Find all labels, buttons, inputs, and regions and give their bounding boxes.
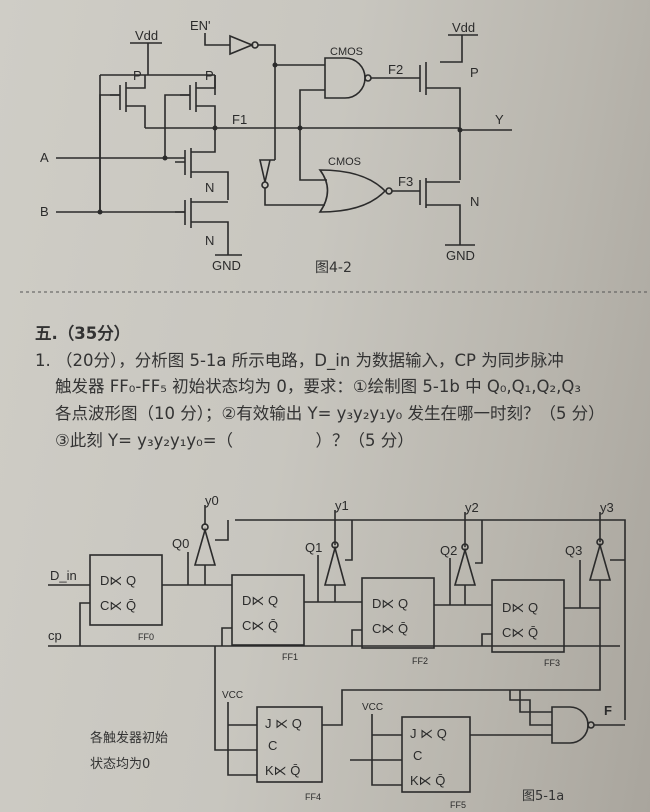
vcc-label-1: VCC <box>222 690 243 701</box>
question-line-2: 触发器 FF₀-FF₅ 初始状态均为 0，要求：①绘制图 5-1b 中 Q₀,Q… <box>55 377 581 396</box>
ff1-d-q: D⋉ Q <box>242 593 278 608</box>
f2-label: F2 <box>388 62 403 77</box>
vcc-label-2: VCC <box>362 702 383 713</box>
en-label: EN' <box>190 18 211 33</box>
cmos-nor-label: CMOS <box>328 156 361 168</box>
figure-4-2-caption: 图4-2 <box>315 260 352 276</box>
cp-label: cp <box>48 628 62 643</box>
question-line-4: ③此刻 Y= y₃y₂y₁y₀=（ ）？（5 分） <box>55 431 414 450</box>
pmos-right-label: P <box>470 65 479 80</box>
q0-label: Q0 <box>172 536 189 551</box>
ff0-c-qbar: C⋉ Q̄ <box>100 598 136 613</box>
ff3-c-qbar: C⋉ Q̄ <box>502 625 538 640</box>
ff4-k-qbar: K⋉ Q̄ <box>265 763 300 778</box>
f-output-label: F <box>604 703 612 718</box>
nmos-right-label: N <box>470 194 479 209</box>
vdd-right-label: Vdd <box>452 20 475 35</box>
ff0-name: FF0 <box>138 632 154 642</box>
f1-label: F1 <box>232 112 247 127</box>
ff5-j-q: J ⋉ Q <box>410 726 447 741</box>
ff4-j-q: J ⋉ Q <box>265 716 302 731</box>
nmos-label-2: N <box>205 233 214 248</box>
note-line-1: 各触发器初始 <box>90 730 168 746</box>
pmos-label-1: P <box>133 68 142 83</box>
ff2-name: FF2 <box>412 656 428 666</box>
ff5-k-qbar: K⋉ Q̄ <box>410 773 445 788</box>
question-line-1: 1. （20分），分析图 5-1a 所示电路，D_in 为数据输入，CP 为同步… <box>35 351 564 370</box>
y2-label: y2 <box>465 500 479 515</box>
input-b-label: B <box>40 204 49 219</box>
y1-label: y1 <box>335 498 349 513</box>
d-in-label: D_in <box>50 568 77 583</box>
ff3-name: FF3 <box>544 658 560 668</box>
output-y-label: Y <box>495 112 504 127</box>
ff4-c: C <box>268 738 277 753</box>
section-heading: 五.（35分） <box>35 324 131 343</box>
gnd-left-label: GND <box>212 258 241 273</box>
ff4-name: FF4 <box>305 792 321 802</box>
ff0-d-q: D⋉ Q <box>100 573 136 588</box>
ff3-d-q: D⋉ Q <box>502 600 538 615</box>
figure-4-2: Vdd P P F1 N N GND A B EN' CMOS F2 <box>40 18 512 276</box>
q3-label: Q3 <box>565 543 582 558</box>
ff5-c: C <box>413 748 422 763</box>
cmos-nand-label: CMOS <box>330 46 363 58</box>
input-a-label: A <box>40 150 49 165</box>
gnd-right-label: GND <box>446 248 475 263</box>
ff1-name: FF1 <box>282 652 298 662</box>
nmos-label-1: N <box>205 180 214 195</box>
pmos-label-2: P <box>205 68 214 83</box>
y3-label: y3 <box>600 500 614 515</box>
ff5-name: FF5 <box>450 800 466 810</box>
figure-5-1a: D_in cp D⋉ Q C⋉ Q̄ FF0 D⋉ Q C⋉ Q̄ FF1 D⋉… <box>48 493 626 810</box>
question-line-3: 各点波形图（10 分）；②有效输出 Y= y₃y₂y₁y₀ 发生在哪一时刻？（5… <box>55 404 605 423</box>
y0-label: y0 <box>205 493 219 508</box>
note-line-2: 状态均为0 <box>90 757 150 772</box>
ff2-c-qbar: C⋉ Q̄ <box>372 621 408 636</box>
vdd-left-label: Vdd <box>135 28 158 43</box>
f3-label: F3 <box>398 174 413 189</box>
ff2-d-q: D⋉ Q <box>372 596 408 611</box>
ff1-c-qbar: C⋉ Q̄ <box>242 618 278 633</box>
figure-5-1a-caption: 图5-1a <box>522 789 564 804</box>
q2-label: Q2 <box>440 543 457 558</box>
q1-label: Q1 <box>305 540 322 555</box>
